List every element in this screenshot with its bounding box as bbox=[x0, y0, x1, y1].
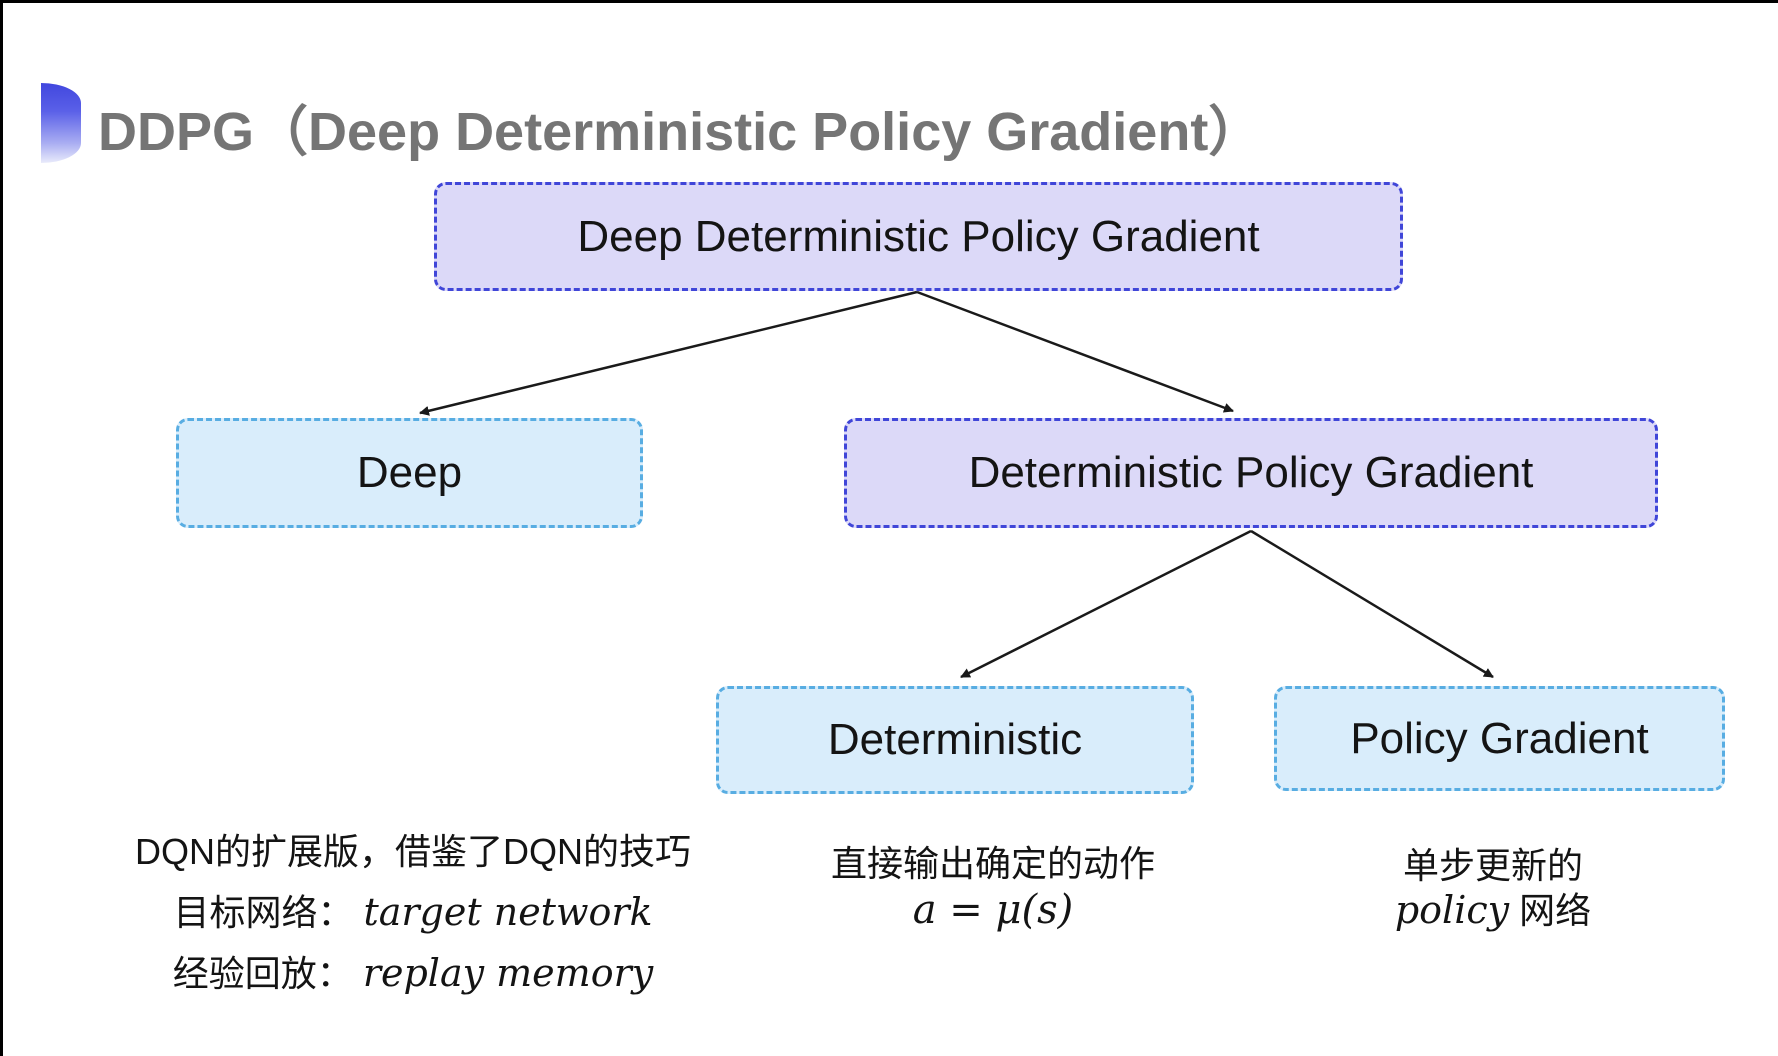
note-value-en: target network bbox=[363, 890, 653, 934]
note-label-cjk: 目标网络： bbox=[173, 892, 354, 933]
node-label: Deterministic bbox=[827, 715, 1083, 764]
title-bullet-icon bbox=[41, 83, 81, 163]
note-policy-gradient: 单步更新的 policy 网络 bbox=[1395, 843, 1591, 933]
note-pg-line2: policy 网络 bbox=[1395, 888, 1591, 933]
note-label-cjk: 网络 bbox=[1519, 890, 1592, 931]
note-det-formula: a = μ(s) bbox=[912, 887, 1074, 933]
node-label: Policy Gradient bbox=[1350, 713, 1649, 763]
note-value-en: replay memory bbox=[362, 951, 654, 995]
node-label: Deep bbox=[356, 448, 463, 497]
note-value-en: policy bbox=[1394, 888, 1510, 932]
note-deterministic: 直接输出确定的动作 a = μ(s) bbox=[831, 841, 1155, 933]
note-deep-line1: DQN的扩展版，借鉴了DQN的技巧 bbox=[135, 831, 691, 872]
node-deep-deterministic-policy-gradient: Deep Deterministic Policy Gradient bbox=[434, 182, 1403, 291]
node-deep: Deep bbox=[176, 418, 643, 528]
note-pg-line1: 单步更新的 bbox=[1402, 845, 1584, 886]
node-policy-gradient: Policy Gradient bbox=[1274, 686, 1725, 791]
note-label-cjk: 经验回放： bbox=[172, 953, 353, 994]
page-title: DDPG（Deep Deterministic Policy Gradient） bbox=[98, 102, 1263, 162]
node-deterministic-policy-gradient: Deterministic Policy Gradient bbox=[844, 418, 1658, 528]
note-deep-line3: 经验回放： replay memory bbox=[135, 943, 691, 1004]
note-deep-line2: 目标网络： target network bbox=[135, 882, 691, 943]
note-deep: DQN的扩展版，借鉴了DQN的技巧 目标网络： target network 经… bbox=[135, 821, 691, 1004]
node-deterministic: Deterministic bbox=[716, 686, 1194, 794]
node-label: Deep Deterministic Policy Gradient bbox=[577, 211, 1260, 261]
node-label: Deterministic Policy Gradient bbox=[968, 448, 1534, 497]
note-det-line1: 直接输出确定的动作 bbox=[830, 843, 1156, 884]
